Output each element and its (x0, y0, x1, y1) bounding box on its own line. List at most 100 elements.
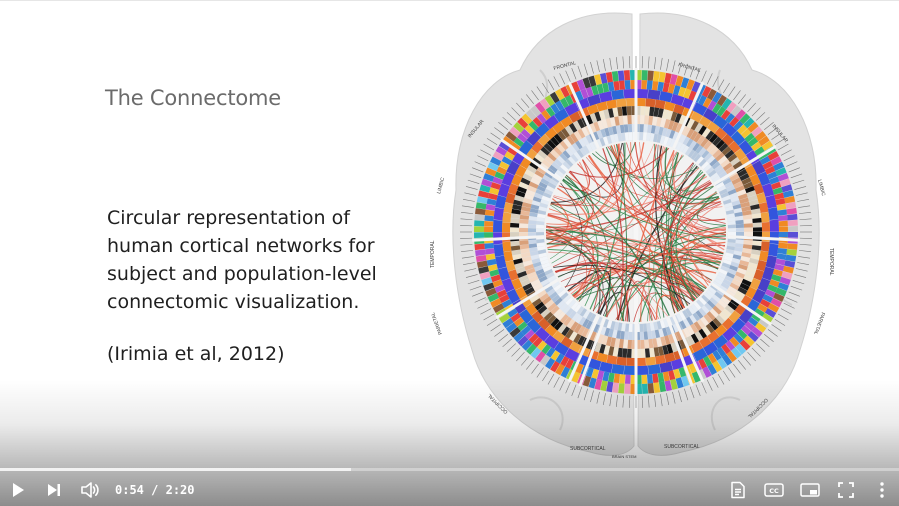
ring-segment (512, 204, 522, 211)
progress-bar[interactable] (0, 468, 899, 471)
ring-segment (573, 151, 582, 161)
ring-segment (664, 72, 672, 84)
play-button[interactable] (6, 478, 30, 502)
ring-segment (712, 350, 722, 361)
label-tick (797, 198, 809, 202)
label-tick (511, 107, 521, 117)
next-button[interactable] (42, 478, 66, 502)
connection-link (548, 208, 711, 284)
fullscreen-button[interactable] (834, 478, 858, 502)
ring-segment (725, 289, 736, 298)
ring-segment (581, 126, 589, 137)
ring-segment (610, 320, 616, 330)
more-vertical-icon (880, 482, 884, 498)
ring-segment (529, 212, 538, 218)
ring-segment (532, 116, 543, 128)
label-tick (602, 59, 606, 71)
ring-segment (749, 258, 759, 265)
ring-segment (657, 81, 664, 92)
label-tick (767, 329, 778, 337)
ring-segment (617, 322, 623, 331)
ring-segment (726, 185, 735, 192)
ring-segment (522, 173, 533, 182)
ring-segment (567, 156, 576, 165)
ring-segment (667, 120, 675, 130)
ring-segment (675, 141, 683, 151)
ring-segment (585, 86, 594, 98)
label-tick (542, 370, 550, 382)
ring-segment (528, 224, 537, 229)
ring-segment (742, 214, 753, 220)
ring-segment (742, 248, 752, 254)
ring-segment (725, 340, 736, 351)
ring-segment (575, 314, 583, 324)
ring-segment (484, 232, 494, 238)
ring-segment (649, 347, 655, 358)
ring-segment (478, 190, 490, 199)
ring-segment (576, 149, 585, 158)
ring-segment (739, 113, 751, 125)
ring-segment (698, 147, 707, 157)
label-tick (654, 394, 657, 407)
ring-segment (525, 189, 536, 197)
ring-segment (664, 101, 676, 112)
ring-segment (663, 136, 669, 146)
ring-segment (662, 327, 668, 337)
label-tick (477, 155, 489, 162)
ring-segment (474, 214, 485, 221)
ring-segment (746, 266, 757, 274)
ring-segment (585, 339, 594, 350)
ring-segment (648, 338, 654, 349)
ring-segment (627, 339, 632, 349)
connection-link (550, 170, 586, 207)
ring-segment (623, 124, 629, 133)
ring-segment (720, 159, 730, 168)
ring-segment (714, 324, 728, 337)
ring-segment (561, 326, 571, 337)
ring-segment (509, 327, 521, 338)
ring-segment (498, 141, 511, 152)
ring-segment (713, 334, 728, 349)
ring-segment (537, 249, 547, 255)
label-tick (672, 60, 676, 73)
label-tick (502, 338, 512, 348)
ring-segment (664, 335, 671, 345)
ring-segment (735, 219, 744, 225)
ring-segment (636, 374, 642, 384)
label-tick (609, 57, 612, 70)
ring-segment (536, 239, 545, 244)
ring-segment (707, 353, 717, 364)
ring-segment (784, 195, 796, 204)
ring-segment (568, 299, 576, 308)
ring-divider (713, 145, 777, 186)
captions-button[interactable]: CC (762, 478, 786, 502)
ring-segment (501, 171, 515, 187)
ring-segment (696, 156, 704, 165)
ring-segment (693, 132, 702, 143)
volume-button[interactable] (78, 478, 102, 502)
ring-segment (547, 302, 557, 312)
ring-segment (649, 322, 655, 331)
ring-segment (526, 165, 537, 174)
ring-segment (662, 82, 670, 93)
label-tick (553, 76, 560, 88)
ring-segment (675, 123, 683, 133)
ring-segment (554, 297, 563, 306)
ring-segment (733, 181, 744, 189)
ring-segment (624, 80, 631, 90)
ring-segment (599, 72, 608, 84)
label-tick (666, 393, 670, 405)
connection-link (552, 173, 706, 268)
miniplayer-button[interactable] (798, 478, 822, 502)
ring-segment (739, 173, 750, 182)
transcript-button[interactable] (726, 478, 750, 502)
ring-segment (555, 286, 565, 295)
ring-segment (536, 113, 547, 124)
label-tick (666, 59, 670, 71)
ring-segment (781, 271, 793, 280)
ring-segment (727, 153, 738, 163)
ring-segment (692, 348, 708, 362)
ring-divider (567, 81, 600, 149)
more-options-button[interactable] (870, 478, 894, 502)
